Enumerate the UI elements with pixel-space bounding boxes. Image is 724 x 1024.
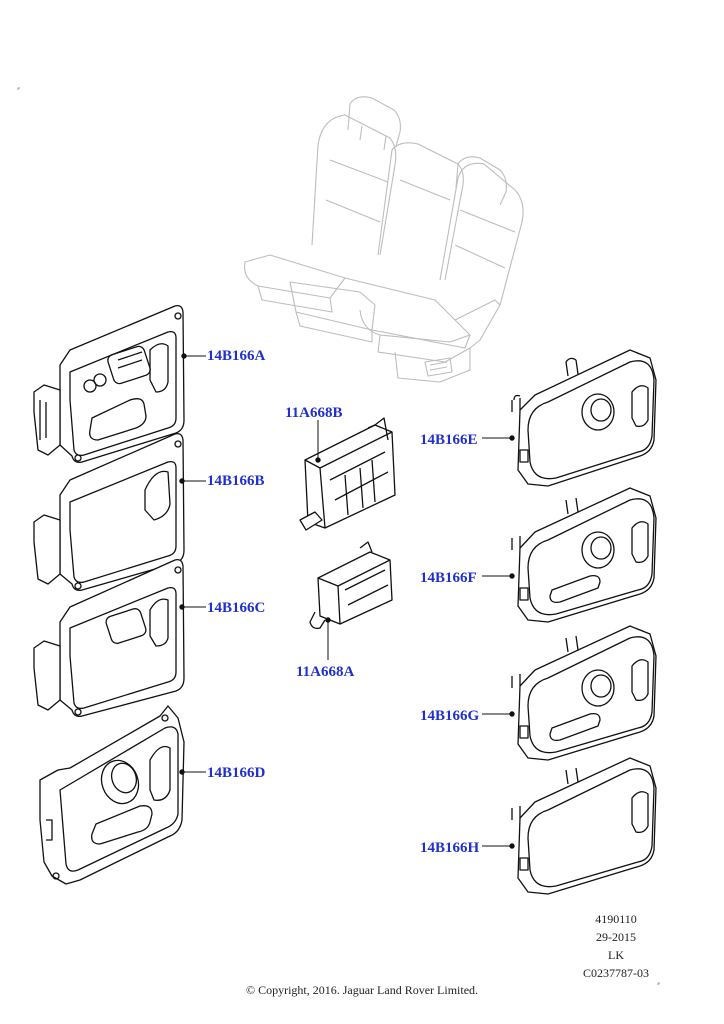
copyright-notice: © Copyright, 2016. Jaguar Land Rover Lim…: [245, 983, 479, 997]
switch-pack-14B166E: [511, 349, 657, 487]
switch-pack-14B166A: [33, 304, 185, 464]
callout-14B166F[interactable]: 14B166F: [420, 570, 477, 586]
callout-14B166A[interactable]: 14B166A: [207, 348, 266, 364]
switch-pack-14B166C: [33, 558, 185, 718]
catalog-code: C0237787-03: [583, 966, 649, 980]
switch-pack-14B166D: [39, 705, 185, 885]
corner-mark-top-left: [17, 87, 20, 90]
module-11A668A: [309, 541, 393, 630]
module-11A668B: [299, 417, 396, 531]
switch-pack-14B166F: [511, 487, 657, 623]
figure-number: 4190110: [595, 912, 637, 926]
figure-initials: LK: [608, 948, 624, 962]
callout-14B166D[interactable]: 14B166D: [207, 765, 266, 781]
callout-14B166G[interactable]: 14B166G: [420, 708, 480, 724]
callout-14B166C[interactable]: 14B166C: [207, 600, 266, 616]
callout-14B166E[interactable]: 14B166E: [420, 432, 478, 448]
callout-14B166H[interactable]: 14B166H: [420, 840, 480, 856]
callout-14B166B[interactable]: 14B166B: [207, 473, 265, 489]
rear-seat-illustration: [243, 96, 524, 383]
callout-11A668B[interactable]: 11A668B: [285, 405, 343, 421]
callout-11A668A[interactable]: 11A668A: [296, 664, 355, 680]
switch-pack-14B166G: [511, 625, 657, 761]
figure-date: 29-2015: [596, 930, 636, 944]
corner-mark-bottom-right: [657, 982, 660, 985]
leader-lines: [179, 353, 515, 849]
switch-pack-14B166B: [33, 432, 185, 592]
switch-pack-14B166H: [511, 757, 657, 895]
